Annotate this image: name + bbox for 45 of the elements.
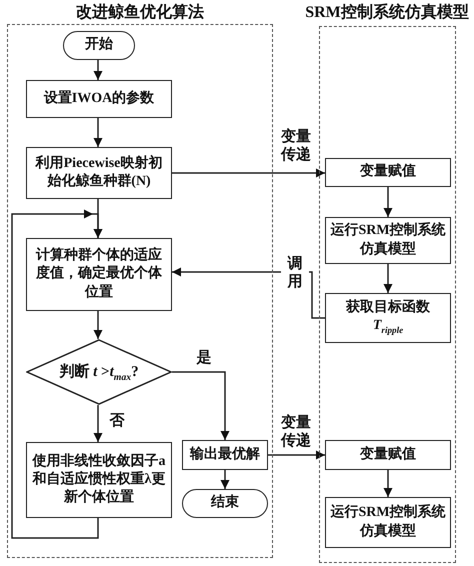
frame-title: SRM控制系统仿真模型: [304, 2, 470, 23]
edge-label: 否: [108, 412, 126, 430]
process-box: [325, 293, 451, 343]
box-text: 变量赋值: [360, 446, 416, 464]
edge-label: 变量传递: [280, 414, 312, 450]
edge-label: 调用: [281, 255, 309, 291]
arrow: [94, 405, 102, 442]
process-box: [26, 238, 172, 311]
arrow: [220, 470, 230, 489]
edge-label: 是: [195, 349, 213, 367]
frame-title: 改进鲸鱼优化算法: [75, 2, 205, 23]
process-box: [325, 440, 451, 470]
terminal-box: [63, 31, 135, 60]
arrow: [268, 450, 325, 460]
arrow: [384, 470, 392, 497]
arrow: [94, 60, 102, 80]
process-box: [325, 158, 451, 187]
arrow: [384, 187, 392, 217]
box-text: 利用Piecewise映射初始化鲸鱼种群(N): [34, 154, 164, 191]
box-text: 设置IWOA的参数: [44, 90, 154, 108]
process-box: [26, 442, 172, 518]
arrow: [172, 168, 325, 178]
process-box: [26, 80, 172, 118]
box-text: 使用非线性收敛因子a和自适应惯性权重λ更新个体位置: [31, 452, 166, 508]
arrow: [384, 264, 392, 293]
process-box: [325, 217, 451, 264]
arrow: [172, 371, 230, 440]
process-box: [325, 497, 451, 548]
edge-label: 变量传递: [280, 128, 312, 164]
box-text: T$_{ripple}$: [372, 317, 404, 337]
arrow: [94, 118, 102, 147]
box-text: 获取目标函数: [346, 299, 430, 318]
box-text: 变量赋值: [360, 163, 416, 182]
box-text: 运行SRM控制系统仿真模型: [330, 504, 446, 540]
terminal-box: [182, 489, 268, 518]
arrow: [94, 311, 102, 339]
process-box: [182, 440, 268, 470]
diamond-text: 判断 t >t$_{max}$?: [59, 362, 139, 382]
box-text: 结束: [211, 494, 239, 512]
box-text: 开始: [85, 36, 113, 54]
process-box: [26, 147, 172, 199]
box-text: 输出最优解: [190, 446, 260, 464]
arrow: [11, 210, 102, 539]
box-text: 运行SRM控制系统仿真模型: [330, 222, 446, 258]
box-text: 计算种群个体的适应度值，确定最优个体位置: [34, 247, 163, 302]
